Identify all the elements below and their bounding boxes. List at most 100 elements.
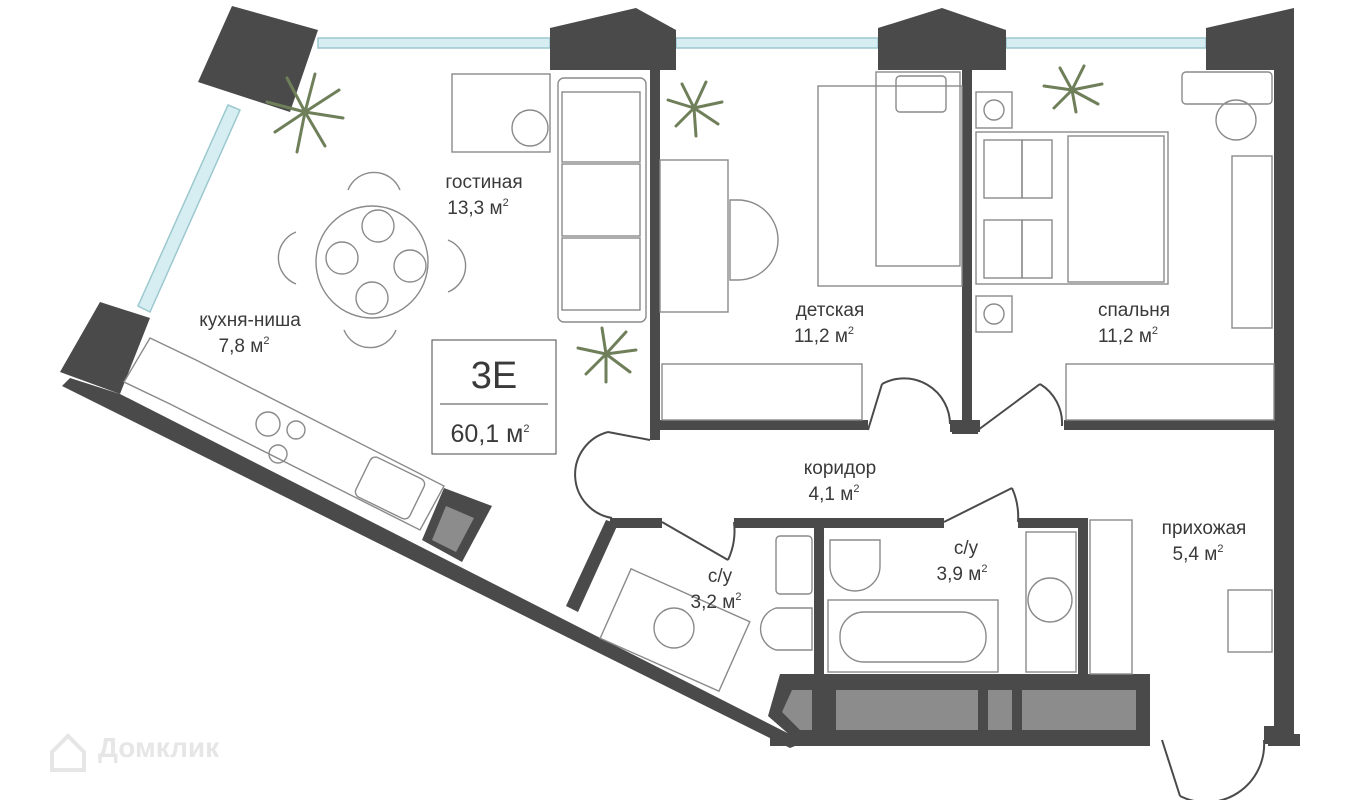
double-bed [975,131,1169,285]
apartment-type: 3E [471,355,517,397]
wall-bath2-top [1018,518,1088,528]
lamp-bottom [983,303,1005,325]
nightstand-top [975,91,1013,129]
bathtub [827,599,999,673]
column-top-middle [550,8,676,70]
bathtub-inner [839,611,987,663]
room-area: 7,8 м2 [219,335,270,357]
wall-bath-top [734,518,944,528]
shaft-2 [836,690,978,730]
nightstand-bottom [975,295,1013,333]
room-area: 3,9 м2 [937,563,988,585]
apartment-info: 3E 60,1 м2 [451,355,530,448]
doors [574,377,1266,800]
room-area: 13,3 м2 [447,197,508,219]
plant-bedroom-icon [1042,64,1104,114]
room-kitchen: кухня-ниша 7,8 м2 [199,310,301,357]
room-name: с/у [954,538,979,559]
room-living: гостиная 13,3 м2 [445,172,522,219]
bedroom-wardrobe [1065,363,1275,421]
chair-left [277,231,297,285]
kids-wardrobe [661,363,863,421]
chair-right [447,239,467,293]
kids-desk [659,159,729,313]
room-area: 5,4 м2 [1173,543,1224,565]
bath2-counter [1025,531,1077,673]
pillow-1 [983,139,1023,199]
kids-bed-frame [817,85,963,287]
kids-chair [729,199,779,281]
watermark-text: Домклик [98,732,220,763]
kitchen-sink [354,456,426,520]
door-corridor-living[interactable] [574,431,651,519]
plant-living-bottom-icon [576,326,638,384]
bath1-toilet [759,607,813,651]
plants [265,64,1104,384]
door-bedroom[interactable] [977,383,1064,431]
pillow-2 [1021,139,1053,199]
room-area: 3,2 м2 [691,591,742,613]
door-stub-center [952,424,978,434]
lamp-top [983,99,1005,121]
wall-bath1-left [566,520,618,612]
door-child[interactable] [867,377,951,431]
wall-child-bedroom [962,60,972,432]
bath1-washer [775,535,813,595]
column-top-left [198,6,318,112]
room-name: детская [796,300,865,321]
apartment-area: 60,1 м2 [451,420,530,448]
room-name: спальня [1098,300,1170,321]
sofa [557,77,647,323]
column-left [60,302,150,394]
wall-bath2-right [1078,518,1088,684]
outer-wall-right [1274,30,1294,746]
door-entrance[interactable] [1161,739,1266,800]
door-bath2[interactable] [943,487,1020,523]
column-top-center [878,8,1006,70]
hob-2 [286,420,306,440]
kids-pillow [895,75,947,113]
pillow-3 [983,219,1023,279]
door-stub-right [1264,726,1278,744]
coffee-table [451,73,551,153]
room-area: 11,2 м2 [794,325,854,347]
wall-bedroom-bottom [1064,420,1278,430]
shaft-1 [782,690,812,730]
vanity-stool [1215,99,1257,141]
hob-3 [268,444,288,464]
column-top-right [1206,8,1294,70]
furniture [123,71,1275,693]
bedroom-tv-stand [1231,155,1273,329]
room-kids: детская 11,2 м2 [794,300,864,347]
walls [60,6,1300,748]
room-name: с/у [708,566,733,587]
shaft-4 [1022,690,1136,730]
plant-living-top-icon [265,72,345,154]
bath2-toilet [829,539,881,592]
door-bath1[interactable] [661,521,736,561]
bath1-sink [653,607,695,649]
window-top-living [317,37,551,49]
plate-1 [361,209,395,243]
shaft-5 [432,506,474,552]
wall-child-bottom [658,420,868,430]
house-logo-icon [50,733,86,772]
sofa-seat-3 [561,237,641,311]
room-labels: гостиная 13,3 м2 кухня-ниша 7,8 м2 детск… [199,172,1246,613]
pillow-4 [1021,219,1053,279]
shaft-3 [988,690,1012,730]
bath2-sink [1027,577,1073,623]
window-left-diagonal [137,104,241,314]
room-bedroom: спальня 11,2 м2 [1098,300,1170,347]
plate-3 [393,249,427,283]
bath1-counter [599,567,751,693]
chair-bottom [343,329,397,349]
window-top-bedroom [1005,37,1207,49]
wall-bath-divider [814,518,824,684]
outer-wall-diagonal [62,378,805,748]
room-corridor: коридор 4,1 м2 [804,458,877,505]
shafts [432,506,1136,730]
kids-bed [875,71,961,267]
double-bed-blanket [1067,135,1165,283]
